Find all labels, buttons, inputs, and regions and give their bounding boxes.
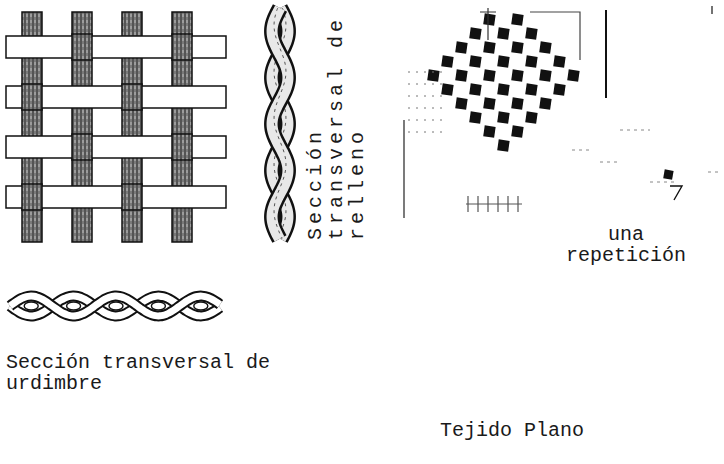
filling-cross-section xyxy=(272,8,288,239)
warp-section-label: Sección transversal de urdimbre xyxy=(6,352,296,394)
plain-weave xyxy=(6,12,226,242)
warp-cross-section xyxy=(10,296,220,316)
weave-notation xyxy=(404,6,718,218)
repeat-label: una repetición xyxy=(560,224,692,266)
figure-caption: Tejido Plano xyxy=(440,420,584,441)
filling-section-label: Sección transversal de relleno xyxy=(305,5,368,240)
